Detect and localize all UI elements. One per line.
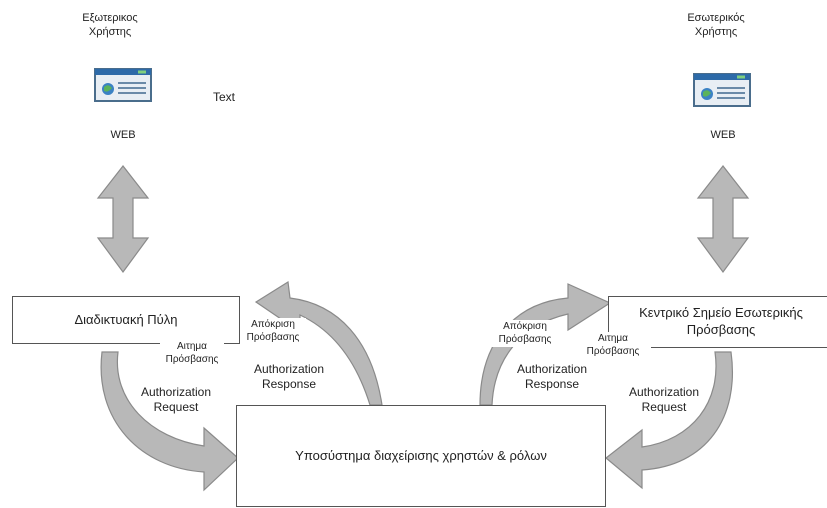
subsystem-box: Υποσύστημα διαχείρισης χρηστών & ρόλων: [236, 405, 606, 507]
browser-window-icon: [693, 73, 751, 107]
central-access-point-label: Κεντρικό Σημείο Εσωτερικής Πρόσβασης: [639, 305, 803, 337]
right-request-greek-label: Αιτημα Πρόσβασης: [575, 332, 651, 359]
external-user-title: Εξωτερικος Χρήστης: [82, 12, 138, 38]
right-response-english-label: Authorization Response: [516, 362, 588, 391]
right-response-curved-arrow: [479, 283, 612, 406]
left-response-greek-label: Απόκριση Πρόσβασης: [240, 318, 306, 345]
left-web-double-arrow: [96, 165, 150, 274]
left-request-greek-label: Αιτημα Πρόσβασης: [160, 340, 224, 367]
internal-web-label: WEB: [710, 129, 736, 141]
right-request-english-label: Authorization Request: [628, 385, 700, 414]
left-response-english-label: Authorization Response: [253, 362, 325, 391]
left-request-english-label: Authorization Request: [140, 385, 212, 414]
subsystem-label: Υποσύστημα διαχείρισης χρηστών & ρόλων: [295, 447, 547, 463]
stray-text-label: Text: [213, 90, 236, 104]
right-request-curved-arrow: [605, 351, 733, 490]
browser-window-icon: [94, 68, 152, 102]
portal-label: Διαδικτυακή Πύλη: [74, 311, 178, 327]
left-response-curved-arrow: [254, 280, 383, 406]
internal-user-title: Εσωτερικός Χρήστης: [687, 12, 745, 38]
external-web-label: WEB: [110, 129, 136, 141]
right-web-double-arrow: [696, 165, 750, 274]
portal-box: Διαδικτυακή Πύλη: [12, 296, 240, 344]
right-response-greek-label: Απόκριση Πρόσβασης: [490, 320, 560, 347]
left-request-curved-arrow: [100, 351, 239, 492]
